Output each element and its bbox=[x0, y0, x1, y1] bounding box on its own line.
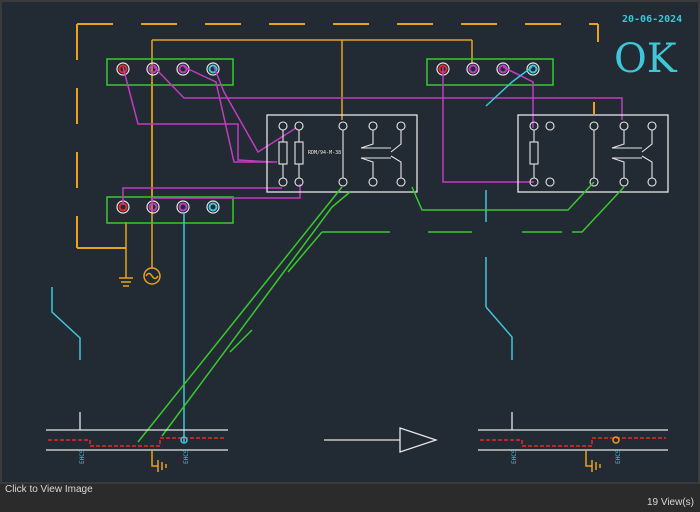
terminal-screw-core bbox=[208, 202, 218, 212]
red-dashed-left bbox=[48, 437, 226, 447]
terminal-screw bbox=[526, 62, 540, 76]
terminal-strip-top-right bbox=[426, 58, 554, 86]
bus-right bbox=[478, 412, 668, 451]
terminal-screw bbox=[116, 62, 130, 76]
status-ok: OK bbox=[614, 36, 678, 82]
bus-tag-left-2: EHCS bbox=[183, 449, 190, 464]
wiring-diagram: EHCS EHCS EHCS EHCS RDM/94-M-38 20-06-20… bbox=[46, 14, 682, 472]
relay-label: RDM/94-M-38 bbox=[308, 150, 341, 156]
relay-internals bbox=[529, 121, 657, 187]
terminal-screw bbox=[206, 200, 220, 214]
bus-node bbox=[180, 436, 188, 444]
orange-dashed-right bbox=[77, 102, 595, 249]
terminal-screw bbox=[146, 200, 160, 214]
green-wires bbox=[137, 181, 625, 443]
terminal-screw-core bbox=[178, 64, 188, 74]
terminal-screw-core bbox=[118, 64, 128, 74]
terminal-strip-top-left bbox=[106, 58, 234, 86]
bus-tag-right-1: EHCS bbox=[511, 449, 518, 464]
relay-internals bbox=[278, 121, 406, 187]
red-dashed-right bbox=[480, 437, 666, 447]
terminal-screw bbox=[496, 62, 510, 76]
terminal-screw-core bbox=[178, 202, 188, 212]
terminal-screw bbox=[146, 62, 160, 76]
schematic-image[interactable]: EHCS EHCS EHCS EHCS RDM/94-M-38 20-06-20… bbox=[2, 2, 698, 482]
relay-box-left bbox=[266, 114, 418, 193]
terminal-screw bbox=[206, 62, 220, 76]
terminal-screw bbox=[176, 200, 190, 214]
orange-dashed-frame bbox=[76, 23, 599, 248]
image-footer: Click to View Image 19 View(s) bbox=[0, 484, 700, 512]
orange-wires bbox=[119, 39, 473, 287]
date-label: 20-06-2024 bbox=[622, 14, 682, 25]
terminal-screw-core bbox=[468, 64, 478, 74]
bus-tag-left-1: EHCS bbox=[79, 449, 86, 464]
image-frame: EHCS EHCS EHCS EHCS RDM/94-M-38 20-06-20… bbox=[0, 0, 700, 484]
view-image-caption[interactable]: Click to View Image bbox=[5, 484, 93, 495]
magenta-wires bbox=[122, 66, 623, 205]
terminal-screw-core bbox=[148, 202, 158, 212]
bus-left bbox=[46, 412, 228, 451]
bus-tag-right-2: EHCS bbox=[615, 449, 622, 464]
cyan-wires bbox=[51, 66, 533, 442]
view-count: 19 View(s) bbox=[646, 497, 694, 508]
terminal-screw bbox=[466, 62, 480, 76]
relay-box-right bbox=[517, 114, 669, 193]
bottom-grounds bbox=[151, 436, 620, 472]
transition-arrow bbox=[324, 427, 439, 453]
terminal-screw-core bbox=[208, 64, 218, 74]
terminal-strip-mid-left bbox=[106, 196, 234, 224]
